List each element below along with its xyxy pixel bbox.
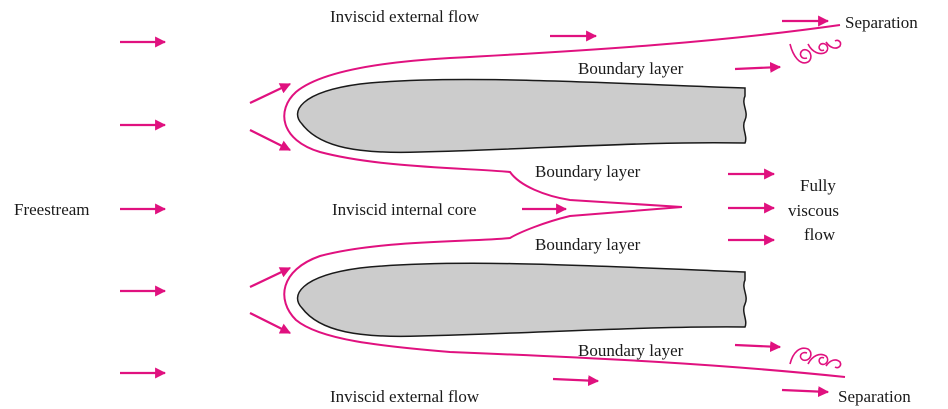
separation-vortex-bottom <box>789 347 842 369</box>
label-separation-bottom: Separation <box>838 387 911 406</box>
upper-body <box>296 78 747 154</box>
upper-outer-boundary-layer-edge <box>283 24 841 208</box>
label-viscous: viscous <box>788 201 839 220</box>
label-fully: Fully <box>800 176 836 195</box>
flow-arrows <box>120 15 830 398</box>
separation-vortex-top <box>789 39 842 64</box>
label-boundary-layer-lower-outer: Boundary layer <box>578 341 684 360</box>
upper-deflect-down-arrow <box>249 129 291 151</box>
label-inviscid-external-bottom: Inviscid external flow <box>330 387 480 406</box>
external-bottom-arrow <box>552 375 600 387</box>
label-separation-top: Separation <box>845 13 918 32</box>
lower-body <box>296 262 747 338</box>
lower-inner-boundary-layer-edge <box>283 206 846 378</box>
separation-bottom-arrow <box>781 386 830 398</box>
label-boundary-layer-upper-outer: Boundary layer <box>578 59 684 78</box>
label-boundary-layer-lower-inner: Boundary layer <box>535 235 641 254</box>
lower-deflect-up-arrow <box>249 267 291 288</box>
boundary-layer-top-arrow <box>734 61 782 73</box>
label-inviscid-internal-core: Inviscid internal core <box>332 200 476 219</box>
label-flow: flow <box>804 225 836 244</box>
lower-deflect-down-arrow <box>249 312 291 334</box>
label-boundary-layer-upper-inner: Boundary layer <box>535 162 641 181</box>
label-inviscid-external-top: Inviscid external flow <box>330 7 480 26</box>
boundary-layer-bottom-arrow <box>734 341 782 353</box>
label-freestream: Freestream <box>14 200 90 219</box>
upper-deflect-up-arrow <box>249 83 291 104</box>
